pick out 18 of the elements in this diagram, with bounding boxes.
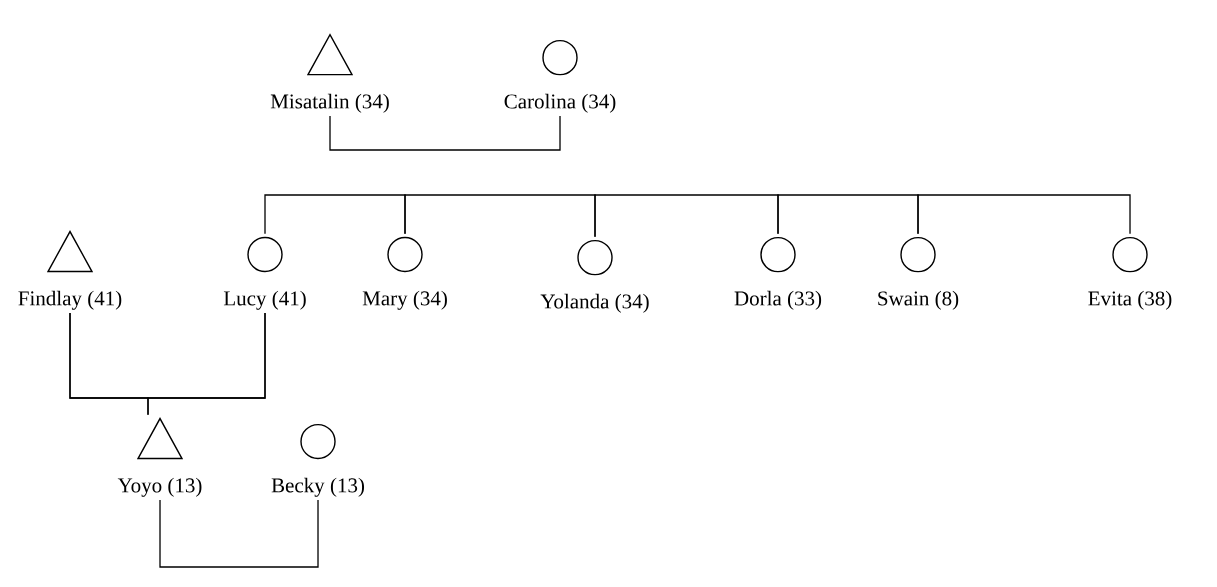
person-label: Carolina (34) bbox=[504, 39, 616, 113]
kinship-line bbox=[917, 194, 1131, 235]
person-label: Misatalin (34) bbox=[270, 33, 389, 113]
person-label: Swain (8) bbox=[878, 236, 959, 310]
person-label: Becky (13) bbox=[271, 423, 365, 497]
person-label: Lucy (41) bbox=[223, 236, 306, 310]
person-label: Mary (34) bbox=[362, 236, 447, 310]
person-label: Yolanda (34) bbox=[540, 239, 649, 313]
kinship-line bbox=[147, 312, 266, 416]
kinship-line bbox=[777, 194, 919, 235]
kinship-line bbox=[264, 194, 406, 235]
kinship-line bbox=[329, 115, 561, 151]
kinship-line bbox=[594, 194, 779, 238]
person-label: Evita (38) bbox=[1088, 236, 1172, 310]
person-label: Dorla (33) bbox=[734, 236, 822, 310]
person-label: Findlay (41) bbox=[18, 230, 122, 310]
kinship-line bbox=[159, 499, 319, 568]
person-label: Yoyo (13) bbox=[117, 417, 202, 497]
